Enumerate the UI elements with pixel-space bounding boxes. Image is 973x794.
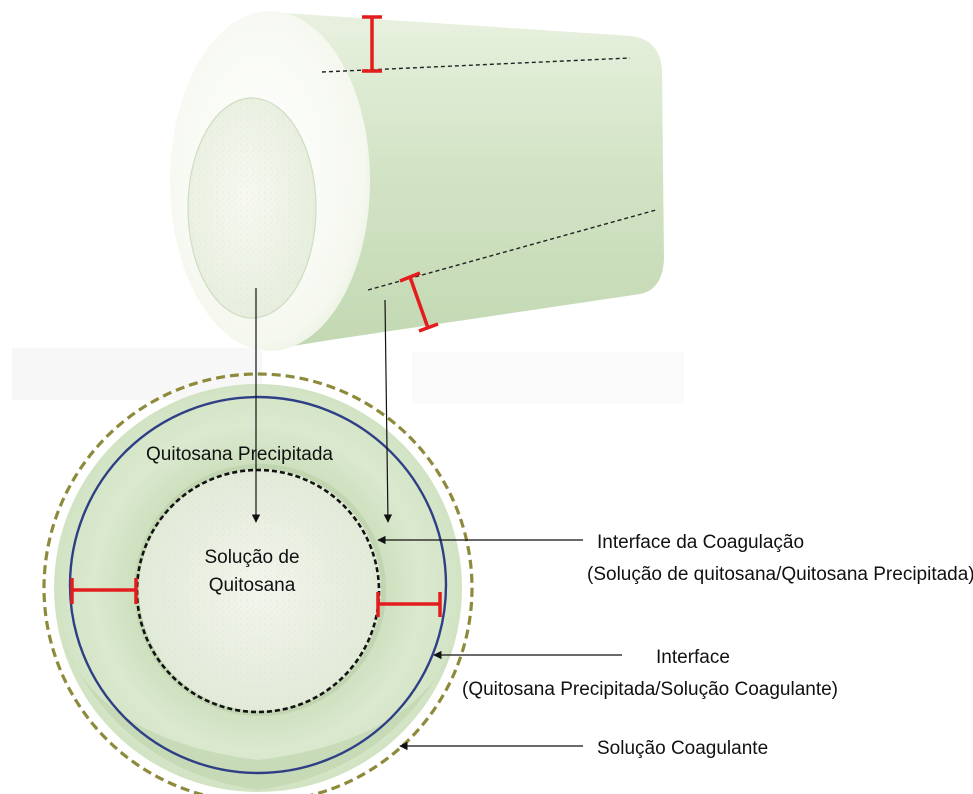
label-chitosan-solution-line2: Quitosana bbox=[209, 575, 296, 596]
fiber-3d-view bbox=[170, 11, 664, 351]
label-coag-interface-line2: (Solução de quitosana/Quitosana Precipit… bbox=[587, 564, 973, 585]
wall-guide-bottom bbox=[367, 209, 657, 291]
label-outer-interface-line1: Interface bbox=[656, 647, 730, 668]
ring-thickness-marker-right bbox=[376, 592, 442, 617]
coagulant-boundary bbox=[42, 372, 474, 794]
wall-thickness-marker-bottom bbox=[399, 271, 439, 333]
outer-interface-circle bbox=[68, 395, 448, 775]
ring-thickness-marker-left bbox=[70, 578, 138, 604]
fiber-cross-section bbox=[42, 372, 474, 794]
label-precipitated-chitosan: Quitosana Precipitada bbox=[146, 444, 333, 465]
arrow-wall-to-ring bbox=[383, 299, 393, 523]
label-coagulant-solution: Solução Coagulante bbox=[597, 738, 768, 759]
leader-arrows bbox=[251, 288, 622, 751]
label-chitosan-solution-line1: Solução de bbox=[204, 547, 299, 568]
fiber-body bbox=[268, 12, 664, 350]
label-coag-interface-line1: Interface da Coagulação bbox=[597, 532, 804, 553]
label-outer-interface-line2: (Quitosana Precipitada/Solução Coagulant… bbox=[462, 679, 838, 700]
wall-thickness-marker-top bbox=[362, 15, 382, 73]
